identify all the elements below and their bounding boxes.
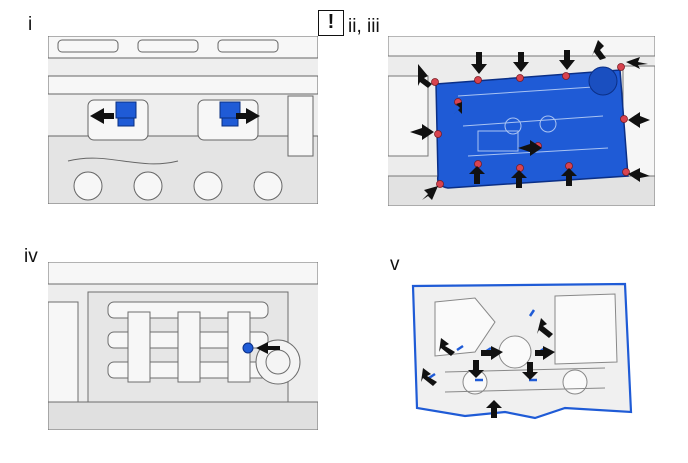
step-label-iv: iv	[24, 246, 38, 267]
step-label-i: i	[28, 14, 33, 35]
diagram-panel-i	[48, 36, 318, 204]
step-label-ii-iii: ii, iii	[348, 16, 380, 37]
nut-right	[219, 101, 241, 127]
blue-bolt	[242, 342, 254, 354]
diagram-panel-ii-iii	[388, 36, 655, 206]
diagram-panel-iv	[48, 262, 318, 430]
nut-left	[115, 101, 137, 127]
step-label-v: v	[390, 254, 400, 275]
caution-icon: !	[318, 10, 344, 36]
diagram-panel-v	[405, 282, 635, 422]
